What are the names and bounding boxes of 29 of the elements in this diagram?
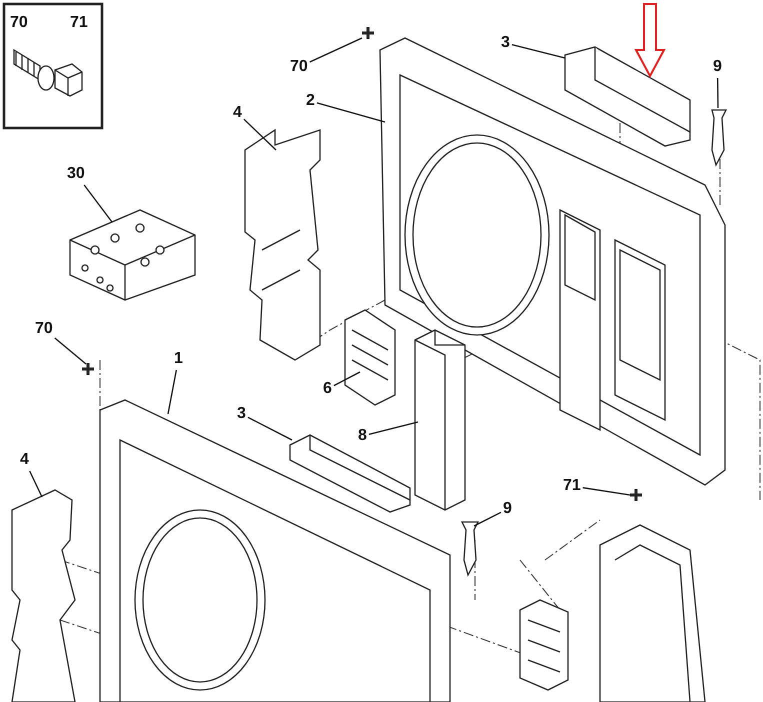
callout-number: 3 (501, 34, 510, 52)
leader-line (310, 37, 362, 63)
callout-number: 71 (563, 477, 581, 495)
callout-number: 4 (233, 104, 242, 122)
callout-number: 30 (67, 165, 85, 183)
leader-line (248, 416, 292, 441)
callout-number: 8 (358, 427, 367, 445)
leader-line (474, 512, 502, 527)
callout-number: 9 (503, 500, 512, 518)
leader-line (512, 44, 566, 59)
callout-number: 3 (237, 405, 246, 423)
callout-number: 9 (713, 58, 722, 76)
callout-number: 70 (10, 14, 28, 32)
leader-line (716, 78, 719, 108)
leader-line (84, 184, 113, 222)
callout-number: 70 (35, 320, 53, 338)
callout-number: 1 (174, 350, 183, 368)
leader-line (368, 421, 418, 435)
leader-line (582, 487, 630, 496)
callout-number: 70 (290, 58, 308, 76)
leader-line (29, 470, 43, 498)
callout-number: 71 (70, 14, 88, 32)
leader-line (243, 118, 276, 150)
callout-number: 4 (20, 451, 29, 469)
leader-line (54, 338, 86, 364)
leader-line (316, 102, 386, 123)
callout-number: 2 (306, 92, 315, 110)
leader-line (167, 370, 177, 414)
callout-number: 6 (323, 380, 332, 398)
